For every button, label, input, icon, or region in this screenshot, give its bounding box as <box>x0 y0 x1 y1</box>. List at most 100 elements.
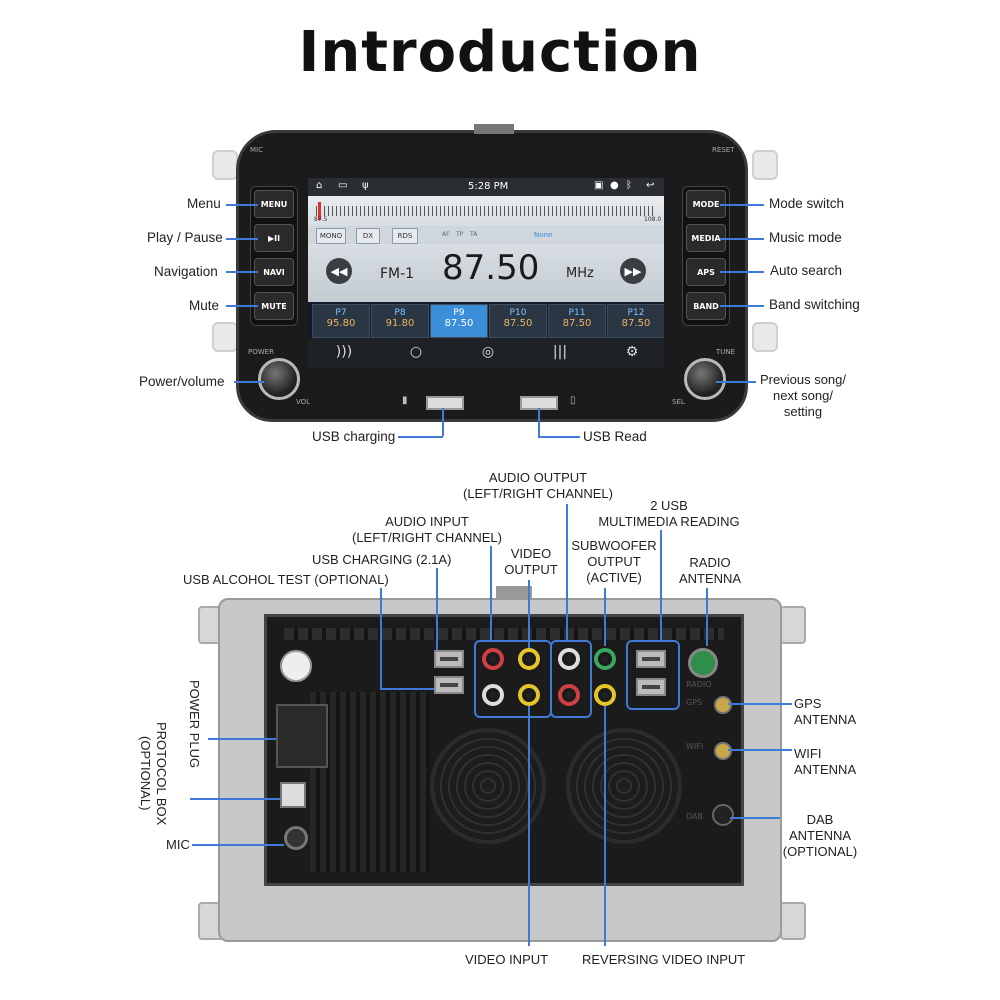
radio-port-mark: RADIO <box>686 680 712 689</box>
back-icon[interactable]: ↩ <box>646 180 654 191</box>
radio-antenna-jack <box>688 648 718 678</box>
callout-music-mode: Music mode <box>769 230 842 245</box>
callout-line: (OPTIONAL) <box>138 736 153 810</box>
callout-line: RADIO <box>672 555 748 571</box>
leader-line <box>716 381 756 383</box>
bottom-toolbar: ))) ○ ◎ ||| ⚙ <box>308 338 664 368</box>
callout-usb-charging-rear: USB CHARGING (2.1A) <box>312 552 451 567</box>
mic-label: MIC <box>250 146 263 154</box>
callout-line: WIFI <box>794 746 866 762</box>
unit-label: MHz <box>566 266 594 281</box>
rds-chip[interactable]: RDS <box>392 228 418 244</box>
leader-line <box>226 271 258 273</box>
leader-line <box>604 588 606 646</box>
preset-name: P9 <box>431 308 487 318</box>
callout-line: next song/ <box>748 388 858 404</box>
window-icon[interactable]: ▭ <box>338 180 347 191</box>
equalizer-icon[interactable]: ||| <box>550 344 570 360</box>
radio-signal-icon[interactable]: ))) <box>334 344 354 360</box>
audio-output-right-jack <box>558 684 580 706</box>
callout-usb-alcohol: USB ALCOHOL TEST (OPTIONAL) <box>183 572 389 587</box>
play-pause-button[interactable]: ▶II <box>254 224 294 252</box>
leader-line <box>720 305 764 307</box>
callout-line: (LEFT/RIGHT CHANNEL) <box>346 530 508 546</box>
tp-flag: TP <box>456 231 463 238</box>
preset-freq: 87.50 <box>608 318 664 329</box>
audio-input-left-jack <box>482 684 504 706</box>
menu-button[interactable]: MENU <box>254 190 294 218</box>
leader-line <box>604 706 606 946</box>
navi-button[interactable]: NAVI <box>254 258 294 286</box>
preset-name: P11 <box>549 308 605 318</box>
settings-icon[interactable]: ⚙ <box>622 344 642 360</box>
callout-line: GPS <box>794 696 866 712</box>
mono-chip[interactable]: MONO <box>316 228 346 244</box>
callout-subwoofer: SUBWOOFER OUTPUT (ACTIVE) <box>566 538 662 586</box>
callout-wifi: WIFI ANTENNA <box>794 746 866 778</box>
gps-antenna-jack <box>714 696 732 714</box>
callout-menu: Menu <box>187 196 221 211</box>
protocol-box-connector <box>280 782 306 808</box>
preset-freq: 87.50 <box>549 318 605 329</box>
freq-max: 108.0 <box>644 216 661 223</box>
leader-line <box>728 703 792 705</box>
status-bar: ⌂ ▭ ψ 5:28 PM ▣ ● ᛒ ↩ <box>308 178 664 196</box>
power-volume-knob[interactable] <box>258 358 300 400</box>
leader-line <box>720 238 764 240</box>
preset-name: P12 <box>608 308 664 318</box>
callout-2-usb: 2 USB MULTIMEDIA READING <box>594 498 744 530</box>
top-tab <box>496 586 532 600</box>
scan-icon[interactable]: ◎ <box>478 344 498 360</box>
mount-ear <box>780 606 806 644</box>
callout-dab: DAB ANTENNA (OPTIONAL) <box>780 812 860 860</box>
preset-freq: 91.80 <box>372 318 428 329</box>
location-icon: ● <box>610 180 619 191</box>
dx-chip[interactable]: DX <box>356 228 380 244</box>
callout-line: SUBWOOFER <box>566 538 662 554</box>
bluetooth-icon: ᛒ <box>626 180 632 191</box>
leader-line <box>538 436 580 438</box>
callout-line: AUDIO INPUT <box>346 514 508 530</box>
seek-back-button[interactable]: ◀◀ <box>326 258 352 284</box>
home-icon[interactable]: ⌂ <box>316 180 322 191</box>
usb-icon: ψ <box>362 180 369 191</box>
callout-reversing-video-input: REVERSING VIDEO INPUT <box>582 952 745 967</box>
callout-play-pause: Play / Pause <box>147 230 223 245</box>
callout-line: Previous song/ <box>748 372 858 388</box>
tune-knob[interactable] <box>684 358 726 400</box>
leader-line <box>566 504 568 640</box>
callout-band-switching: Band switching <box>769 297 860 312</box>
leader-line <box>226 204 258 206</box>
vent-grid <box>310 692 430 872</box>
callout-line: DAB <box>780 812 860 828</box>
leader-line <box>436 568 438 650</box>
audio-output-left-jack <box>558 648 580 670</box>
vol-label: VOL <box>296 398 310 406</box>
mute-button[interactable]: MUTE <box>254 292 294 320</box>
preset-freq: 87.50 <box>490 318 546 329</box>
preset-freq: 95.80 <box>313 318 369 329</box>
callout-auto-search: Auto search <box>770 263 842 278</box>
power-plug-connector <box>276 704 328 768</box>
power-label: POWER <box>248 348 274 356</box>
callout-navigation: Navigation <box>154 264 218 279</box>
gps-port-mark: GPS <box>686 698 702 707</box>
brand-logo <box>280 650 312 682</box>
callout-video-input: VIDEO INPUT <box>465 952 548 967</box>
video-output-jack <box>518 648 540 670</box>
callout-power-volume: Power/volume <box>139 374 225 389</box>
leader-line <box>208 738 276 740</box>
search-icon[interactable]: ○ <box>406 344 426 360</box>
seek-forward-button[interactable]: ▶▶ <box>620 258 646 284</box>
callout-line: OUTPUT <box>566 554 662 570</box>
leader-line <box>442 408 444 436</box>
callout-line: ANTENNA <box>780 828 860 844</box>
frequency-scale: 87.5 108.0 <box>308 196 664 226</box>
